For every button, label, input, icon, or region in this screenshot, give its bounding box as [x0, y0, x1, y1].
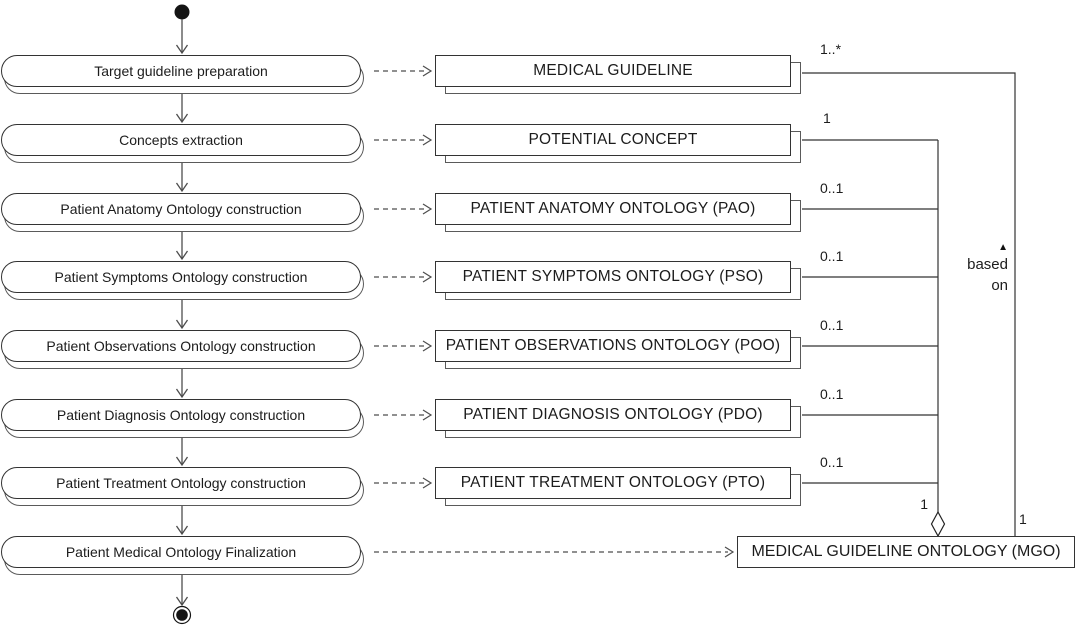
class-patient-observations-ontology: PATIENT OBSERVATIONS ONTOLOGY (POO) [435, 330, 801, 369]
activity-label: Patient Diagnosis Ontology construction [1, 399, 361, 431]
activity-treatment-ontology-construction: Patient Treatment Ontology construction [1, 467, 364, 506]
class-patient-anatomy-ontology: PATIENT ANATOMY ONTOLOGY (PAO) [435, 193, 801, 232]
association-name-based-on: ▲ based on [930, 241, 1008, 296]
class-label: PATIENT DIAGNOSIS ONTOLOGY (PDO) [435, 399, 791, 431]
control-flow-lines [175, 19, 189, 607]
class-label: PATIENT OBSERVATIONS ONTOLOGY (POO) [435, 330, 791, 362]
activity-observations-ontology-construction: Patient Observations Ontology constructi… [1, 330, 364, 369]
aggregation-lines [802, 72, 1016, 536]
activity-label: Target guideline preparation [1, 55, 361, 87]
class-medical-guideline-ontology: MEDICAL GUIDELINE ONTOLOGY (MGO) [737, 536, 1075, 568]
activity-label: Patient Anatomy Ontology construction [1, 193, 361, 225]
class-patient-treatment-ontology: PATIENT TREATMENT ONTOLOGY (PTO) [435, 467, 801, 506]
activity-label: Patient Medical Ontology Finalization [1, 536, 361, 568]
activity-diagnosis-ontology-construction: Patient Diagnosis Ontology construction [1, 399, 364, 438]
class-label: MEDICAL GUIDELINE ONTOLOGY (MGO) [737, 536, 1075, 568]
association-name-line1: based [967, 256, 1008, 273]
class-label: PATIENT TREATMENT ONTOLOGY (PTO) [435, 467, 791, 499]
multiplicity-aggregate-diamond: 1 [920, 496, 928, 512]
multiplicity-medical-guideline: 1..* [820, 41, 842, 57]
final-node-icon [172, 605, 192, 625]
aggregation-diamond-icon [930, 510, 946, 538]
class-label: MEDICAL GUIDELINE [435, 55, 791, 87]
association-direction-triangle-icon: ▲ [998, 242, 1008, 253]
class-label: POTENTIAL CONCEPT [435, 124, 791, 156]
class-patient-symptoms-ontology: PATIENT SYMPTOMS ONTOLOGY (PSO) [435, 261, 801, 300]
multiplicity-aggregate-right: 1 [1019, 511, 1027, 527]
activity-medical-ontology-finalization: Patient Medical Ontology Finalization [1, 536, 364, 575]
activity-label: Patient Observations Ontology constructi… [1, 330, 361, 362]
class-potential-concept: POTENTIAL CONCEPT [435, 124, 801, 163]
multiplicity-observations-ontology: 0..1 [820, 317, 844, 333]
class-label: PATIENT ANATOMY ONTOLOGY (PAO) [435, 193, 791, 225]
multiplicity-potential-concept: 1 [823, 110, 831, 126]
multiplicity-diagnosis-ontology: 0..1 [820, 386, 844, 402]
object-flow-dashed-arrows [374, 65, 735, 558]
activity-label: Patient Symptoms Ontology construction [1, 261, 361, 293]
class-label: PATIENT SYMPTOMS ONTOLOGY (PSO) [435, 261, 791, 293]
activity-label: Patient Treatment Ontology construction [1, 467, 361, 499]
activity-anatomy-ontology-construction: Patient Anatomy Ontology construction [1, 193, 364, 232]
multiplicity-anatomy-ontology: 0..1 [820, 180, 844, 196]
activity-symptoms-ontology-construction: Patient Symptoms Ontology construction [1, 261, 364, 300]
multiplicity-symptoms-ontology: 0..1 [820, 248, 844, 264]
activity-target-guideline-preparation: Target guideline preparation [1, 55, 364, 94]
class-patient-diagnosis-ontology: PATIENT DIAGNOSIS ONTOLOGY (PDO) [435, 399, 801, 438]
initial-node-icon [174, 4, 190, 20]
activity-label: Concepts extraction [1, 124, 361, 156]
class-medical-guideline: MEDICAL GUIDELINE [435, 55, 801, 94]
activity-concepts-extraction: Concepts extraction [1, 124, 364, 163]
multiplicity-treatment-ontology: 0..1 [820, 454, 844, 470]
association-name-line2: on [991, 277, 1008, 294]
